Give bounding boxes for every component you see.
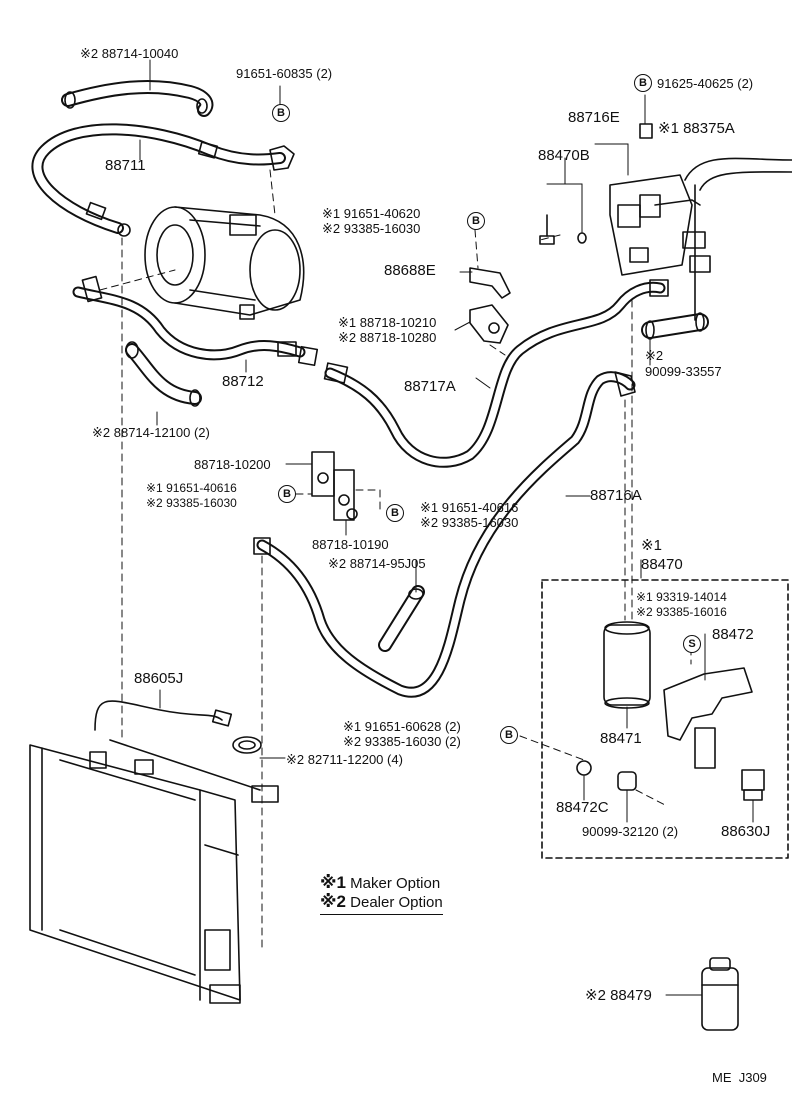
label-91651-40616-right: ※1 91651-40616 — [420, 500, 519, 515]
label-93385-16016: ※2 93385-16016 — [636, 605, 727, 619]
label-88479: ※2 88479 — [585, 987, 652, 1004]
dashed-lines — [99, 169, 692, 951]
bracket-88688E — [469, 267, 511, 299]
pipe-88717A — [323, 279, 669, 468]
label-90099-32120: 90099-32120 (2) — [582, 824, 679, 839]
legend-dealer-mark: ※2 — [320, 892, 346, 911]
clamp-82711-12200 — [232, 736, 262, 754]
bushing-90099-32120 — [617, 771, 637, 791]
label-88714-10040: ※2 88714-10040 — [80, 46, 179, 61]
label-88714-95J05: ※2 88714-95J05 — [328, 556, 426, 571]
label-88716A: 88716A — [590, 487, 642, 504]
label-91651-60628: ※1 91651-60628 (2) — [343, 719, 461, 734]
label-88717A: 88717A — [404, 378, 456, 395]
legend-dealer-text: Dealer Option — [350, 894, 443, 911]
clamp-88718-10210 — [469, 304, 509, 344]
label-88471: 88471 — [600, 730, 642, 747]
legend-dealer-option: ※2 Dealer Option — [320, 893, 443, 915]
label-93385-16030-left: ※2 93385-16030 — [146, 496, 237, 510]
label-88470: 88470 — [641, 556, 683, 573]
label-88605J: 88605J — [134, 670, 184, 687]
bolt-marker-b: B — [500, 726, 518, 744]
hose-88714-10040 — [61, 79, 214, 117]
label-88718-10280: ※2 88718-10280 — [338, 330, 437, 345]
hose-90099-33557 — [641, 312, 709, 340]
label-93319-14014: ※1 93319-14014 — [636, 590, 727, 604]
bolt-marker-b: B — [278, 485, 296, 503]
label-88472C: 88472C — [556, 799, 609, 816]
bolt-marker-b: B — [386, 504, 404, 522]
screw-marker-s: S — [683, 635, 701, 653]
label-90099-33557: 90099-33557 — [645, 364, 722, 379]
evaporator-unit — [609, 157, 792, 321]
label-91651-40620: ※1 91651-40620 — [322, 206, 421, 221]
label-88712: 88712 — [222, 373, 264, 390]
label-93385-16030: ※2 93385-16030 — [322, 221, 421, 236]
nut-88472C — [576, 760, 592, 776]
label-88472: 88472 — [712, 626, 754, 643]
label-88711: 88711 — [105, 157, 146, 174]
condenser — [29, 744, 241, 1004]
label-91625-40625: 91625-40625 (2) — [657, 76, 754, 91]
label-88630J: 88630J — [721, 823, 771, 840]
o-ring-88375A — [639, 123, 653, 139]
pipe-88711 — [31, 123, 295, 237]
pipe-88712 — [72, 275, 319, 367]
bolt-88470B-parts — [539, 214, 587, 245]
label-88718-10190: 88718-10190 — [312, 537, 389, 552]
clamp-88718-10200 — [311, 451, 358, 521]
label-93385-16030-2: ※2 93385-16030 (2) — [343, 734, 461, 749]
compressor — [144, 206, 305, 320]
pipe-88716A — [253, 371, 636, 698]
label-88716E: 88716E — [568, 109, 620, 126]
label-93385-16030-right: ※2 93385-16030 — [420, 515, 519, 530]
label-xref-2: ※2 — [645, 348, 664, 363]
hose-88714-12100 — [125, 341, 202, 407]
legend-maker-mark: ※1 — [320, 873, 346, 892]
bolt-marker-b: B — [272, 104, 290, 122]
label-xref-1: ※1 — [641, 537, 662, 554]
label-88375A: ※1 88375A — [658, 120, 735, 137]
wire-88605J — [94, 700, 279, 803]
leader-lines — [139, 59, 754, 996]
label-88714-12100: ※2 88714-12100 (2) — [92, 425, 210, 440]
diagram-reference-code: ME J309 — [712, 1070, 767, 1085]
legend-maker-text: Maker Option — [350, 875, 441, 892]
legend-maker-option: ※1 Maker Option — [320, 874, 440, 893]
receiver-88471 — [603, 621, 651, 709]
label-91651-40616-left: ※1 91651-40616 — [146, 481, 237, 495]
bottle-88479 — [701, 957, 739, 1031]
switch-88630J — [741, 769, 765, 801]
label-88718-10210: ※1 88718-10210 — [338, 315, 437, 330]
bolt-marker-b: B — [634, 74, 652, 92]
bolt-marker-b: B — [467, 212, 485, 230]
label-88688E: 88688E — [384, 262, 436, 279]
hose-88714-95J05 — [378, 585, 425, 652]
label-88718-10200: 88718-10200 — [194, 457, 271, 472]
bracket-88472 — [663, 667, 753, 769]
label-91651-60835: 91651-60835 (2) — [236, 66, 333, 81]
receiver-dryer-box — [541, 579, 789, 859]
label-88470B: 88470B — [538, 147, 590, 164]
label-82711-12200: ※2 82711-12200 (4) — [286, 752, 403, 767]
